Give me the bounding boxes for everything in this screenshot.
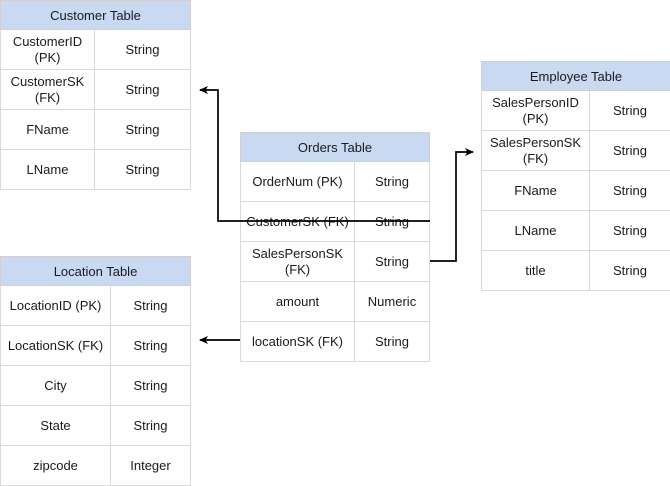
table-row[interactable]: State String [0,406,191,446]
table-row[interactable]: LocationSK (FK) String [0,326,191,366]
table-row[interactable]: CustomerSK (FK) String [0,70,191,110]
field-name: CustomerID (PK) [1,30,95,69]
table-row[interactable]: LocationID (PK) String [0,286,191,326]
table-title-orders: Orders Table [240,132,430,162]
entity-table-customer[interactable]: Customer Table CustomerID (PK) String Cu… [0,0,191,190]
table-title-location: Location Table [0,256,191,286]
field-type: String [133,337,168,353]
field-name: LocationID (PK) [1,286,111,325]
field-name: City [1,366,111,405]
field-name: LName [1,150,95,189]
field-type: String [375,173,409,189]
table-row[interactable]: LName String [0,150,191,190]
field-name: LName [482,211,590,250]
field-name: FName [1,110,95,149]
table-row[interactable]: locationSK (FK) String [240,322,430,362]
field-name: locationSK (FK) [241,322,355,361]
field-name: title [482,251,590,290]
table-row[interactable]: SalesPersonSK (FK) String [481,131,670,171]
field-name: zipcode [1,446,111,485]
field-type: Numeric [367,293,417,309]
field-name: FName [482,171,590,210]
entity-table-employee[interactable]: Employee Table SalesPersonID (PK) String… [481,61,670,291]
field-name: LocationSK (FK) [1,326,111,365]
field-name: SalesPersonID (PK) [482,91,590,130]
field-type: String [133,297,168,313]
table-row[interactable]: amount Numeric [240,282,430,322]
entity-table-location[interactable]: Location Table LocationID (PK) String Lo… [0,256,191,486]
table-row[interactable]: SalesPersonSK (FK) String [240,242,430,282]
field-name: CustomerSK (FK) [241,202,355,241]
field-type: String [375,213,409,229]
field-type: String [125,41,160,57]
field-type: Integer [130,457,171,473]
field-type: String [125,81,160,97]
table-title-employee: Employee Table [481,61,670,91]
table-row[interactable]: SalesPersonID (PK) String [481,91,670,131]
field-type: String [613,262,647,278]
field-type: String [613,102,647,118]
table-row[interactable]: LName String [481,211,670,251]
field-name: amount [241,282,355,321]
field-name: State [1,406,111,445]
table-row[interactable]: CustomerID (PK) String [0,30,191,70]
table-title-customer: Customer Table [0,0,191,30]
field-type: String [133,417,168,433]
connector-orders-to-employee [430,148,474,262]
field-type: String [125,161,160,177]
field-type: String [133,377,168,393]
entity-table-orders[interactable]: Orders Table OrderNum (PK) String Custom… [240,132,430,362]
field-type: String [613,182,647,198]
table-row[interactable]: zipcode Integer [0,446,191,486]
table-row[interactable]: OrderNum (PK) String [240,162,430,202]
field-type: String [375,253,409,269]
field-name: CustomerSK (FK) [1,70,95,109]
field-type: String [125,121,160,137]
field-type: String [613,142,647,158]
table-row[interactable]: City String [0,366,191,406]
field-type: String [613,222,647,238]
field-name: SalesPersonSK (FK) [482,131,590,170]
table-row[interactable]: FName String [0,110,191,150]
field-name: OrderNum (PK) [241,162,355,201]
table-row[interactable]: FName String [481,171,670,211]
table-row[interactable]: title String [481,251,670,291]
field-name: SalesPersonSK (FK) [241,242,355,281]
field-type: String [375,333,409,349]
table-row[interactable]: CustomerSK (FK) String [240,202,430,242]
